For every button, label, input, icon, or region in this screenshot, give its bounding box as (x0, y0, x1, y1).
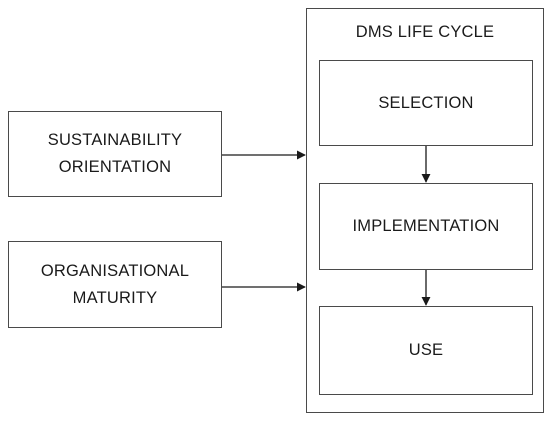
factor-label-sustainability-orientation: SUSTAINABILITY ORIENTATION (47, 131, 183, 176)
stage-label-use: USE (408, 341, 444, 359)
factor-label-organisational-maturity: ORGANISATIONAL MATURITY (40, 261, 190, 307)
factor-box-sustainability-orientation: SUSTAINABILITY ORIENTATION (8, 111, 222, 197)
stage-box-use: USE (319, 306, 533, 395)
stage-box-implementation: IMPLEMENTATION (319, 183, 533, 270)
stage-label-selection: SELECTION (378, 93, 474, 112)
stage-box-selection: SELECTION (319, 60, 533, 146)
stage-label-implementation: IMPLEMENTATION (352, 217, 500, 235)
lifecycle-title: DMS LIFE CYCLE (355, 23, 495, 41)
factor-box-organisational-maturity: ORGANISATIONAL MATURITY (8, 241, 222, 328)
